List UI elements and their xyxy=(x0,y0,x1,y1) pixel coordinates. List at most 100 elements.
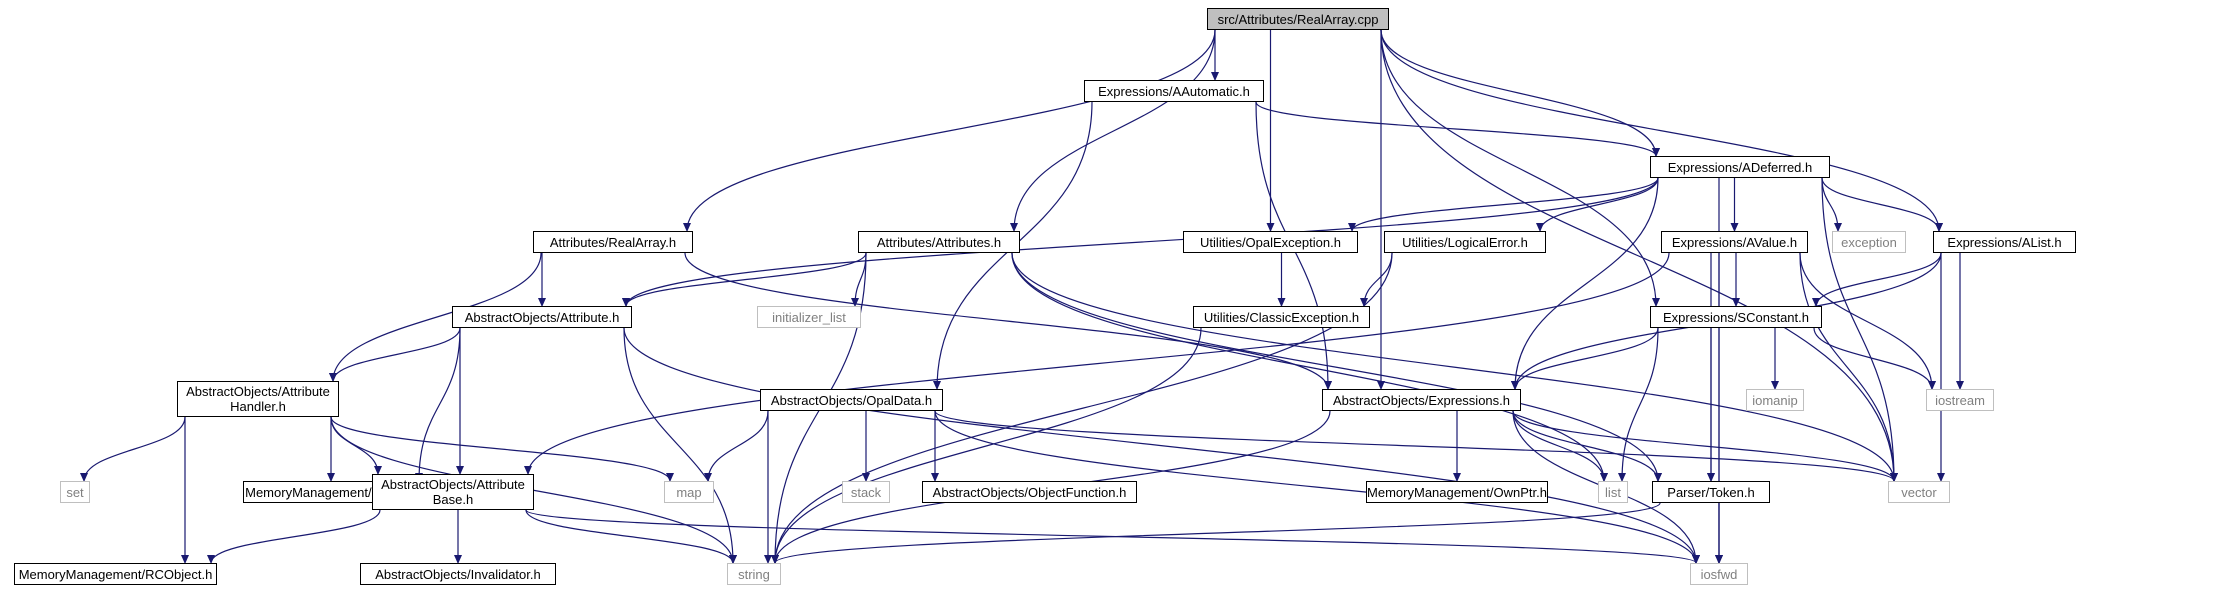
node-root[interactable]: src/Attributes/RealArray.cpp xyxy=(1207,8,1389,30)
node-label: Utilities/ClassicException.h xyxy=(1203,309,1360,325)
node-label: Expressions/SConstant.h xyxy=(1663,309,1809,325)
node-label: MemoryManagement/OwnPtr.h xyxy=(1367,484,1547,500)
node-token[interactable]: Parser/Token.h xyxy=(1652,481,1770,503)
node-label: exception xyxy=(1841,234,1897,250)
node-label: set xyxy=(66,484,84,500)
node-label: iomanip xyxy=(1752,392,1798,408)
node-label: AbstractObjects/ObjectFunction.h xyxy=(932,484,1127,500)
edge-attribute-h-to-iosfwd xyxy=(623,327,1700,564)
edge-avalue-to-iostream xyxy=(1799,252,1936,390)
edge-adeferred-to-attribute-h xyxy=(622,177,1659,307)
edge-expressions-h-to-vector xyxy=(1512,410,1898,482)
edge-opaldata-to-map xyxy=(704,410,769,482)
node-label: AbstractObjects/Attribute Handler.h xyxy=(186,384,330,414)
node-string: string xyxy=(727,563,781,585)
edge-attribute-h-to-pointer-h xyxy=(415,327,461,482)
node-alist[interactable]: Expressions/AList.h xyxy=(1933,231,2076,253)
node-logicalerror[interactable]: Utilities/LogicalError.h xyxy=(1384,231,1546,253)
edge-avalue-to-vector xyxy=(1799,252,1898,482)
node-label: Expressions/AValue.h xyxy=(1671,234,1798,250)
edge-root-to-alist xyxy=(1380,29,1943,232)
edge-attribute-h-to-attrhandler xyxy=(329,327,461,382)
edge-sconstant-to-list xyxy=(1618,327,1659,482)
node-label: src/Attributes/RealArray.cpp xyxy=(1217,11,1379,27)
edge-avalue-to-attrbase xyxy=(524,252,1670,475)
node-label: stack xyxy=(850,484,882,500)
node-label: iosfwd xyxy=(1700,566,1738,582)
edge-attrbase-to-rcobject xyxy=(207,509,381,564)
node-label: Parser/Token.h xyxy=(1667,484,1755,500)
node-iomanip: iomanip xyxy=(1746,389,1804,411)
node-label: list xyxy=(1605,484,1621,500)
edge-adeferred-to-alist xyxy=(1821,177,1943,232)
node-label: AbstractObjects/OpalData.h xyxy=(770,392,933,408)
node-attrhandler[interactable]: AbstractObjects/Attribute Handler.h xyxy=(177,381,339,417)
edge-classicexception-to-string xyxy=(771,327,1202,564)
edge-realarray-h-to-attrhandler xyxy=(329,252,542,382)
edge-attrhandler-to-set xyxy=(80,416,186,482)
node-attributes-h[interactable]: Attributes/Attributes.h xyxy=(858,231,1020,253)
node-label: initializer_list xyxy=(772,309,846,325)
node-sconstant[interactable]: Expressions/SConstant.h xyxy=(1650,306,1822,328)
node-set: set xyxy=(60,481,90,503)
edge-attributes-h-to-list xyxy=(1011,252,1608,482)
edge-adeferred-to-opalexception xyxy=(1348,177,1659,232)
node-label: Expressions/AAutomatic.h xyxy=(1098,83,1250,99)
node-label: AbstractObjects/Invalidator.h xyxy=(375,566,541,582)
node-map: map xyxy=(664,481,714,503)
node-realarray-h[interactable]: Attributes/RealArray.h xyxy=(533,231,693,253)
node-label: iostream xyxy=(1935,392,1985,408)
node-label: map xyxy=(676,484,702,500)
node-avalue[interactable]: Expressions/AValue.h xyxy=(1661,231,1808,253)
edge-attributes-h-to-vector xyxy=(1011,252,1898,482)
edge-adeferred-to-vector xyxy=(1821,177,1898,482)
node-ownptr[interactable]: MemoryManagement/OwnPtr.h xyxy=(1366,481,1548,503)
node-label: Attributes/RealArray.h xyxy=(549,234,677,250)
node-initializer-list: initializer_list xyxy=(757,306,861,328)
edge-expressions-h-to-list xyxy=(1512,410,1608,482)
edge-attrhandler-to-map xyxy=(330,416,674,482)
node-label: Attributes/Attributes.h xyxy=(876,234,1002,250)
node-rcobject[interactable]: MemoryManagement/RCObject.h xyxy=(14,563,217,585)
edge-token-to-string xyxy=(771,502,1661,564)
node-iosfwd: iosfwd xyxy=(1690,563,1748,585)
edge-opaldata-to-vector xyxy=(934,410,1898,482)
edge-attribute-h-to-string xyxy=(623,327,737,564)
node-label: Expressions/AList.h xyxy=(1947,234,2062,250)
node-label: AbstractObjects/Expressions.h xyxy=(1332,392,1511,408)
node-opaldata[interactable]: AbstractObjects/OpalData.h xyxy=(760,389,943,411)
node-attribute-h[interactable]: AbstractObjects/Attribute.h xyxy=(452,306,632,328)
node-aautomatic[interactable]: Expressions/AAutomatic.h xyxy=(1084,80,1264,102)
node-label: AbstractObjects/Attribute.h xyxy=(464,309,620,325)
node-expressions-h[interactable]: AbstractObjects/Expressions.h xyxy=(1322,389,1521,411)
edge-root-to-sconstant xyxy=(1380,29,1660,307)
node-label: MemoryManagement/RCObject.h xyxy=(18,566,213,582)
node-label: Expressions/ADeferred.h xyxy=(1667,159,1813,175)
edge-root-to-realarray-h xyxy=(683,29,1216,232)
node-invalidator[interactable]: AbstractObjects/Invalidator.h xyxy=(360,563,556,585)
edge-root-to-vector xyxy=(1380,29,1898,482)
edge-root-to-attributes-h xyxy=(1010,29,1216,232)
edge-expressions-h-to-token xyxy=(1512,410,1662,482)
edge-root-to-adeferred xyxy=(1380,29,1660,157)
node-adeferred[interactable]: Expressions/ADeferred.h xyxy=(1650,156,1830,178)
node-list: list xyxy=(1598,481,1628,503)
node-attrbase[interactable]: AbstractObjects/Attribute Base.h xyxy=(372,474,534,510)
node-label: Utilities/OpalException.h xyxy=(1200,234,1341,250)
edge-adeferred-to-logicalerror xyxy=(1536,177,1659,232)
edge-adeferred-to-expressions-h xyxy=(1511,177,1659,390)
node-iostream: iostream xyxy=(1926,389,1994,411)
node-label: Utilities/LogicalError.h xyxy=(1402,234,1528,250)
node-opalexception[interactable]: Utilities/OpalException.h xyxy=(1183,231,1358,253)
node-label: string xyxy=(738,566,770,582)
node-vector: vector xyxy=(1888,481,1950,503)
edge-alist-to-sconstant xyxy=(1812,252,1942,307)
edge-sconstant-to-iostream xyxy=(1813,327,1936,390)
edge-sconstant-to-expressions-h xyxy=(1511,327,1659,390)
node-stack: stack xyxy=(842,481,890,503)
node-objectfunction[interactable]: AbstractObjects/ObjectFunction.h xyxy=(922,481,1137,503)
edge-aautomatic-to-adeferred xyxy=(1255,101,1660,157)
node-classicexception[interactable]: Utilities/ClassicException.h xyxy=(1193,306,1370,328)
edge-attrhandler-to-attrbase xyxy=(330,416,382,475)
